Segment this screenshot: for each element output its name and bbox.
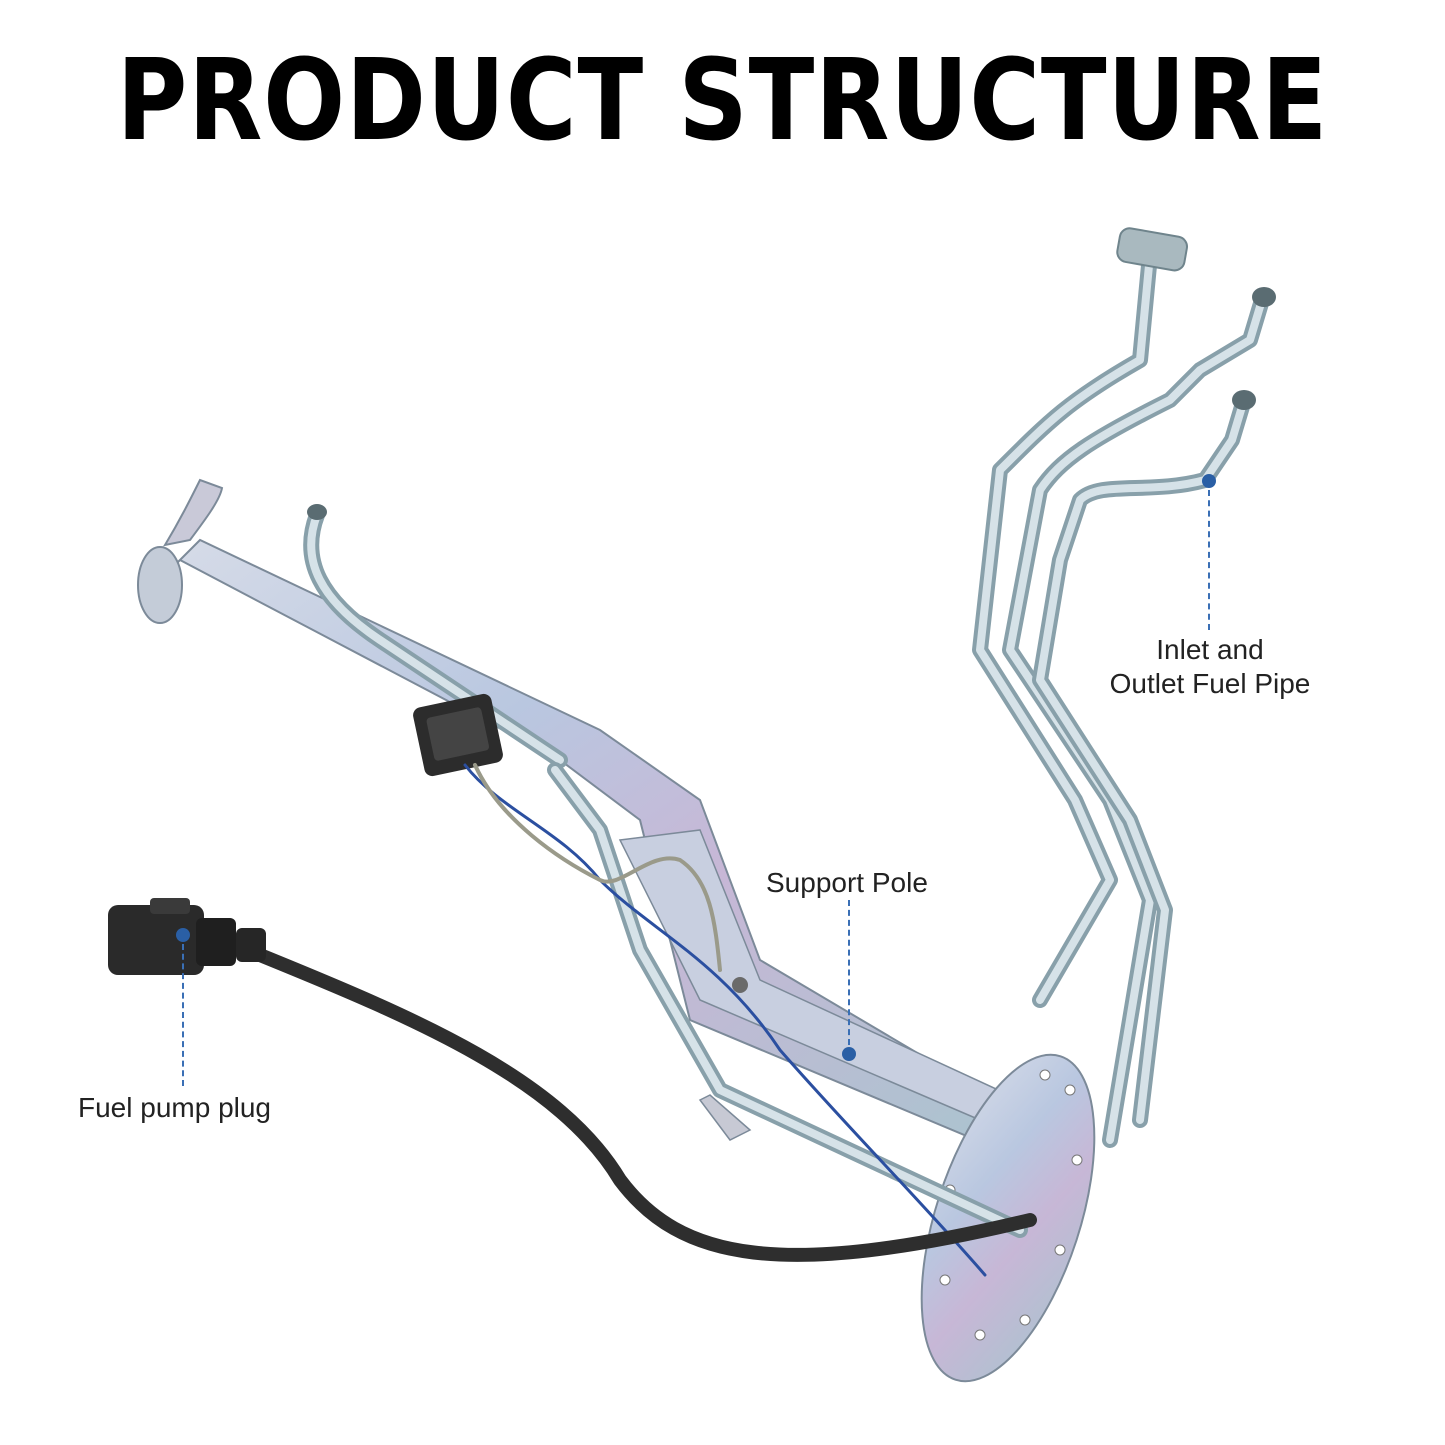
label-inlet-outlet-fuel-pipe: Inlet and Outlet Fuel Pipe	[1095, 633, 1325, 701]
label-inlet-line1: Inlet and	[1156, 634, 1264, 665]
label-fuel-pump-plug: Fuel pump plug	[78, 1092, 272, 1123]
fuel-pump-plug	[108, 898, 1037, 1262]
callout-leader-plug	[182, 944, 184, 1086]
label-inlet-line2: Outlet Fuel Pipe	[1109, 668, 1311, 699]
tube-connector	[413, 693, 503, 777]
sensor-wires	[463, 763, 987, 1277]
callout-dot-plug	[176, 928, 190, 942]
callout-leader-inlet	[1208, 490, 1210, 630]
callout-dot-inlet	[1202, 474, 1216, 488]
fuel-pipes	[303, 227, 1276, 1238]
label-support-pole: Support Pole	[766, 867, 928, 898]
callout-leader-support	[848, 900, 850, 1045]
callout-dot-support	[842, 1047, 856, 1061]
page-title: PRODUCT STRUCTURE	[116, 36, 1329, 166]
